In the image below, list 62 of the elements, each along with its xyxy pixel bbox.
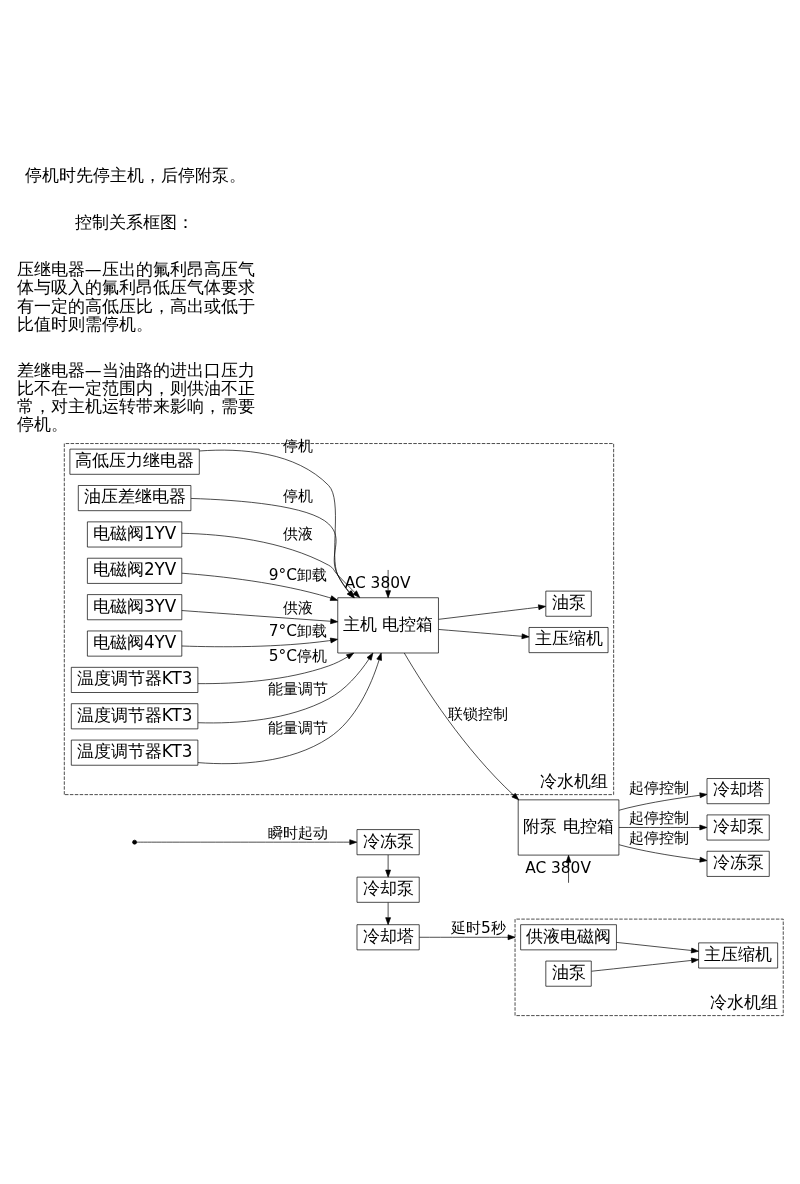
- arrow: [438, 628, 530, 639]
- node-box: 主压缩机: [698, 942, 778, 968]
- node-box: 冷却塔: [706, 777, 770, 804]
- node-box: 高低压力继电器: [69, 448, 200, 475]
- arrow: [385, 854, 391, 877]
- arrow: [385, 901, 391, 925]
- arrow: [190, 497, 355, 598]
- arrow: [181, 637, 338, 647]
- node-box: 电磁阀3YV: [87, 593, 183, 620]
- node-box: 主压缩机: [528, 626, 609, 653]
- arrow: [181, 572, 338, 601]
- node-box: 电磁阀1YV: [87, 521, 183, 547]
- edge-label: 起停控制: [628, 778, 689, 797]
- edge-label: 7°C卸载: [268, 621, 327, 640]
- edge-label: 能量调节: [267, 679, 328, 698]
- edge-label: 能量调节: [267, 718, 328, 737]
- arrow: [403, 652, 520, 800]
- node-box: 油压差继电器: [77, 484, 192, 511]
- arrow: [197, 652, 382, 764]
- label: 压继电器—压出的氟利昂高压气体与吸入的氟利昂低压气体要求有一定的高低压比，高出或低于比值时则需停机。: [16, 258, 255, 334]
- node-box: 温度调节器KT3: [70, 702, 199, 729]
- edge-label: 联锁控制: [448, 704, 509, 723]
- node-box: 冷冻泵: [706, 850, 770, 877]
- arrow: [618, 792, 708, 811]
- edge-label: 停机: [282, 486, 313, 505]
- label: 停机时先停主机，后停附泵。: [25, 164, 247, 185]
- edge-label: 供液: [282, 524, 313, 543]
- node-box: 温度调节器KT3: [70, 739, 199, 766]
- arrow: [591, 957, 699, 972]
- node-box: 冷冻泵: [356, 828, 420, 855]
- edge-label: AC 380V: [344, 573, 411, 592]
- node-box: 冷却泵: [706, 814, 770, 840]
- node-box: 主机 电控箱: [337, 596, 439, 653]
- arrow: [199, 449, 355, 598]
- arrow: [181, 532, 361, 598]
- arrow: [618, 843, 708, 862]
- edge-label: 延时5秒: [450, 918, 506, 937]
- node-box: 油泵: [545, 960, 592, 987]
- arrow: [197, 652, 355, 684]
- arrow: [419, 934, 516, 940]
- node-box: 冷却泵: [356, 876, 420, 903]
- arrow: [616, 941, 699, 953]
- node-box: 电磁阀4YV: [87, 630, 183, 656]
- edge-label: 起停控制: [628, 808, 689, 827]
- node-box: 油泵: [545, 590, 592, 617]
- arrow: [136, 838, 358, 845]
- edge-label: 瞬时起动: [267, 823, 328, 842]
- node-box: 附泵 电控箱: [517, 799, 620, 855]
- node-box: 冷却塔: [356, 923, 420, 950]
- node-box: 供液电磁阀: [520, 923, 617, 950]
- edge-label: 5°C停机: [268, 646, 327, 665]
- node-box: 电磁阀2YV: [87, 557, 183, 584]
- arrow: [197, 652, 374, 723]
- arrow: [618, 824, 708, 830]
- edge-label: 供液: [282, 598, 313, 616]
- arrow: [181, 609, 339, 624]
- edge-label: 起停控制: [628, 828, 689, 847]
- arrow: [438, 603, 546, 620]
- label: 控制关系框图：: [75, 211, 195, 232]
- edge-label: 9°C卸载: [268, 565, 327, 584]
- node-box: 温度调节器KT3: [70, 666, 199, 693]
- label: 差继电器—当油路的进出口压力比不在一定范围内，则供油不正常，对主机运转带来影响，需要停机。: [16, 359, 255, 434]
